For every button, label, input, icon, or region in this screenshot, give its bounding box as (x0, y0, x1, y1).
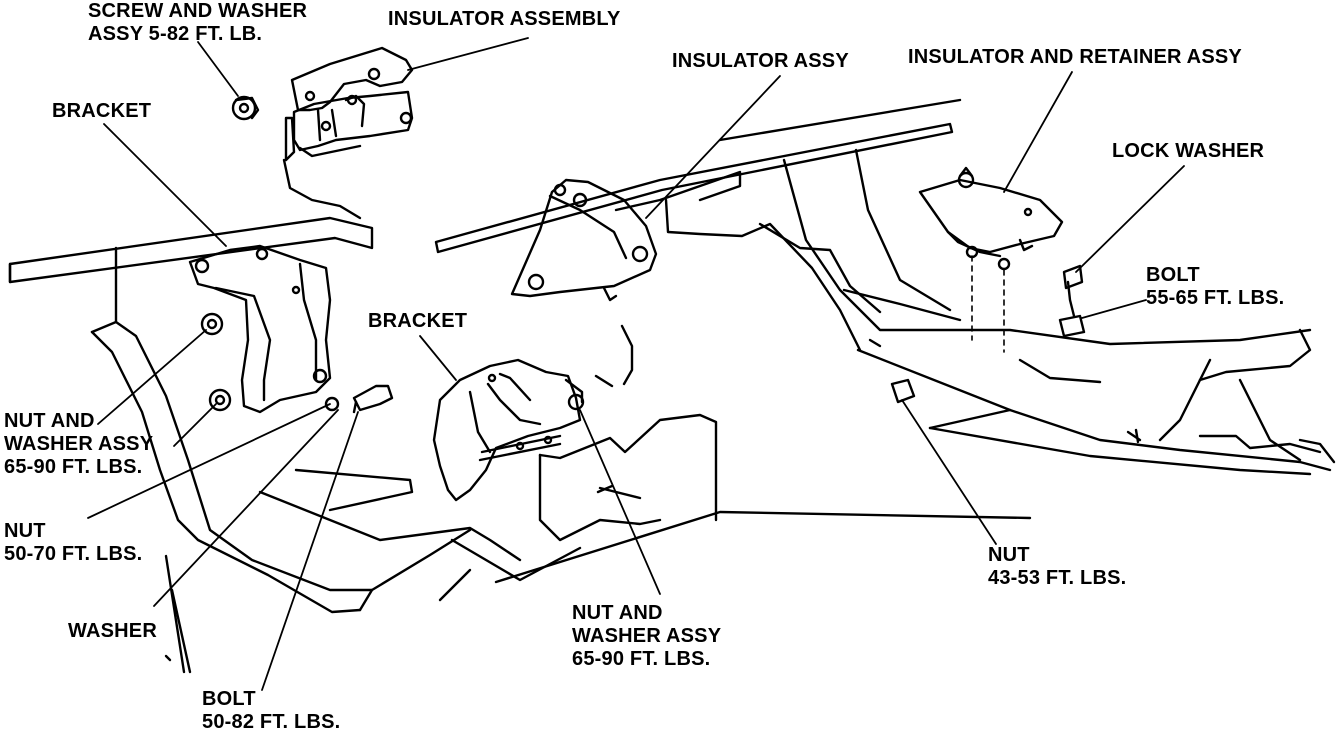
label-line: 50-70 FT. LBS. (4, 543, 143, 565)
label-line: NUT AND (572, 602, 663, 624)
label-nut-right: NUT 43-53 FT. LBS. (988, 544, 1126, 590)
label-line: NUT (4, 520, 46, 542)
label-washer: WASHER (68, 620, 157, 643)
bracket-center-part (432, 358, 584, 502)
label-screw-and-washer: SCREW AND WASHER ASSY 5-82 FT. LB. (88, 0, 307, 46)
nut-center-part (567, 393, 585, 411)
label-line: INSULATOR AND RETAINER ASSY (908, 46, 1242, 68)
bolt-left-part (324, 384, 394, 414)
label-line: BOLT (202, 688, 256, 710)
label-line: INSULATOR ASSY (672, 50, 849, 72)
label-nut-left: NUT 50-70 FT. LBS. (4, 520, 142, 566)
label-nut-and-washer-left: NUT AND WASHER ASSY 65-90 FT. LBS. (4, 410, 153, 479)
label-line: NUT (988, 544, 1030, 566)
label-line: WASHER ASSY (4, 433, 154, 455)
label-line: WASHER ASSY (572, 625, 722, 647)
insulator-assembly-part (282, 46, 414, 220)
insulator-retainer-part (918, 166, 1064, 353)
label-nut-and-washer-center: NUT AND WASHER ASSY 65-90 FT. LBS. (572, 602, 721, 671)
label-insulator-and-retainer-assy: INSULATOR AND RETAINER ASSY (908, 46, 1242, 69)
label-bolt-left: BOLT 50-82 FT. LBS. (202, 688, 340, 734)
label-line: 43-53 FT. LBS. (988, 567, 1127, 589)
label-line: 50-82 FT. LBS. (202, 711, 341, 733)
label-line: INSULATOR ASSEMBLY (388, 8, 621, 30)
lock-washer-bolt-right-parts (1058, 264, 1086, 338)
label-line: 65-90 FT. LBS. (4, 456, 143, 478)
screw-washer-part (231, 95, 260, 121)
insulator-assy-part (510, 178, 658, 388)
label-bolt-right: BOLT 55-65 FT. LBS. (1146, 264, 1284, 310)
bracket-left-part (188, 244, 332, 414)
frame-crossmember (258, 413, 1032, 602)
label-line: BOLT (1146, 264, 1200, 286)
label-line: ASSY 5-82 FT. LB. (88, 23, 263, 45)
label-line: SCREW AND WASHER (88, 0, 308, 22)
label-lock-washer: LOCK WASHER (1112, 140, 1264, 163)
label-line: LOCK WASHER (1112, 140, 1265, 162)
label-bracket-left: BRACKET (52, 100, 151, 123)
label-bracket-center: BRACKET (368, 310, 467, 333)
frame-right-rail (434, 98, 1336, 476)
label-insulator-assy: INSULATOR ASSY (672, 50, 849, 73)
label-insulator-assembly: INSULATOR ASSEMBLY (388, 8, 621, 31)
nut-right-part (890, 378, 916, 404)
frame-left-rail (8, 216, 472, 674)
nut-washer-left-parts (200, 312, 232, 412)
label-line: BRACKET (52, 100, 152, 122)
label-line: WASHER (68, 620, 157, 642)
leader-lines (87, 37, 1185, 691)
label-line: BRACKET (368, 310, 468, 332)
label-line: NUT AND (4, 410, 95, 432)
label-line: 55-65 FT. LBS. (1146, 287, 1285, 309)
label-line: 65-90 FT. LBS. (572, 648, 711, 670)
